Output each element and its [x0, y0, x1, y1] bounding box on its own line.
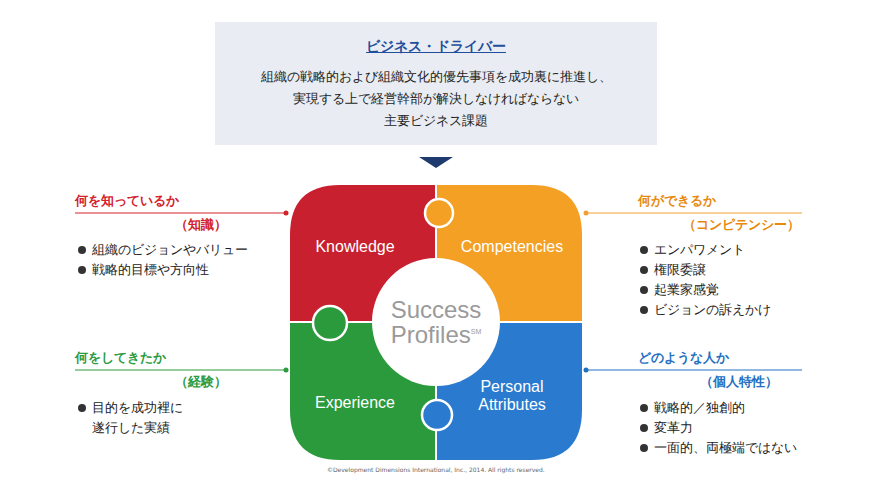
driver-box: ビジネス・ドライバー組織の戦略的および組織文化的優先事項を成功裏に推進し、 実現… [215, 22, 657, 145]
piece-label: Experience [315, 394, 395, 412]
bullet-text: エンパワメント [654, 240, 745, 260]
section-heading: どのような人か [638, 348, 729, 368]
label-box: ビジョンの訴えかけ [640, 300, 771, 320]
bullet-text: 組織のビジョンやバリュー [92, 240, 248, 260]
center-label: Success Profiles [391, 296, 482, 348]
label-box: 何ができるか [638, 191, 716, 211]
leader-dot [584, 368, 589, 373]
center-label-wrap: Success ProfilesSM [380, 297, 492, 347]
label-box: どのような人か [638, 348, 729, 368]
label-box: （個人特性） [638, 372, 778, 392]
bullet-dot [78, 266, 86, 274]
leader-line [75, 370, 286, 371]
service-mark: SM [471, 328, 482, 335]
bullet-dot [640, 286, 648, 294]
label-box: （コンピテンシー） [638, 215, 800, 235]
label-box: 組織のビジョンやバリュー [78, 240, 248, 260]
section-heading: （個人特性） [638, 372, 778, 392]
label-box: （経験） [75, 372, 227, 392]
copyright-note: ©Development Dimensions International, I… [327, 466, 545, 474]
puzzle-knob [422, 400, 452, 430]
section-heading: （コンピテンシー） [638, 215, 800, 235]
box-body: 組織の戦略的および組織文化的優先事項を成功裏に推進し、 実現する上で経営幹部が解… [250, 66, 622, 132]
leader-line [75, 213, 286, 214]
leader-dot [284, 368, 289, 373]
bullet-dot [78, 404, 86, 412]
section-heading: 何ができるか [638, 191, 716, 211]
label-box: エンパワメント [640, 240, 745, 260]
piece-label: Personal Attributes [464, 378, 560, 415]
bullet-text: ビジョンの訴えかけ [654, 300, 771, 320]
section-heading: 何をしてきたか [75, 348, 166, 368]
bullet-dot [640, 424, 648, 432]
pointer-triangle [419, 157, 453, 168]
bullet-text: 権限委譲 [654, 260, 706, 280]
leader-line [586, 370, 802, 371]
center-circle: Success ProfilesSM [372, 258, 500, 386]
piece-label: Competencies [461, 238, 563, 256]
label-box: 何を知っているか [75, 191, 179, 211]
puzzle-knob [313, 306, 347, 340]
puzzle-knob [425, 199, 453, 227]
label-box: ©Development Dimensions International, I… [327, 466, 545, 474]
label-box: 権限委譲 [640, 260, 706, 280]
label-box: （知識） [75, 215, 227, 235]
leader-line [586, 213, 802, 214]
label-box: 変革力 [640, 418, 693, 438]
label-box: 目的を成功裡に 遂行した実績 [78, 398, 202, 438]
label-box: 戦略的目標や方向性 [78, 260, 209, 280]
label-box: 戦略的／独創的 [640, 398, 745, 418]
section-heading: 何を知っているか [75, 191, 179, 211]
bullet-dot [640, 306, 648, 314]
label-box: 起業家感覚 [640, 280, 719, 300]
section-heading: （知識） [75, 215, 227, 235]
bullet-text: 起業家感覚 [654, 280, 719, 300]
piece-label: Knowledge [315, 238, 394, 256]
bullet-text: 一面的、両極端ではない [654, 438, 797, 458]
bullet-dot [640, 404, 648, 412]
section-heading: （経験） [75, 372, 227, 392]
box-title: ビジネス・ドライバー [366, 38, 506, 56]
bullet-text: 変革力 [654, 418, 693, 438]
bullet-text: 戦略的目標や方向性 [92, 260, 209, 280]
bullet-dot [640, 266, 648, 274]
bullet-text: 目的を成功裡に 遂行した実績 [92, 398, 202, 438]
bullet-text: 戦略的／独創的 [654, 398, 745, 418]
bullet-dot [78, 246, 86, 254]
label-box: 一面的、両極端ではない [640, 438, 797, 458]
leader-dot [284, 211, 289, 216]
leader-dot [584, 211, 589, 216]
bullet-dot [640, 444, 648, 452]
label-box: 何をしてきたか [75, 348, 166, 368]
bullet-dot [640, 246, 648, 254]
